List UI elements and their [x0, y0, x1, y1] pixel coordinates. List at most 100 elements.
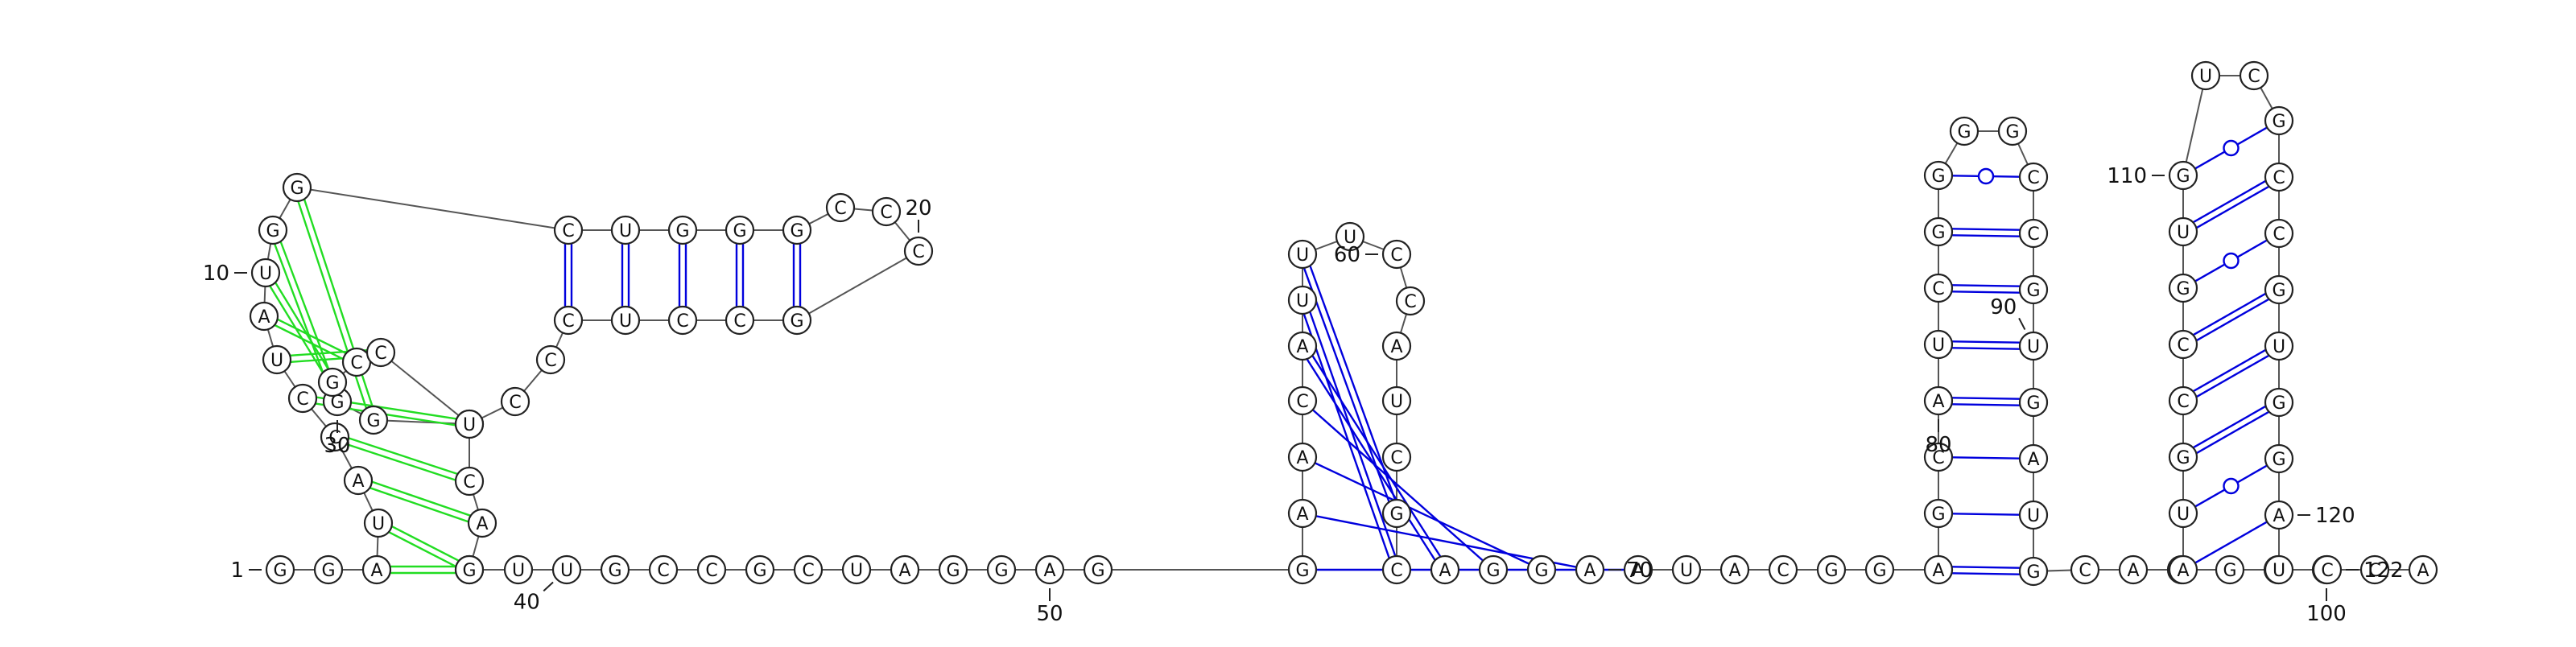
label-tick	[543, 581, 554, 592]
canonical-pair-line	[1951, 572, 2020, 575]
nucleotide-61: C	[1395, 286, 1426, 316]
nucleotide-circle	[1923, 329, 1954, 360]
nucleotide-letter: G	[946, 561, 960, 581]
nucleotide-letter: G	[2272, 112, 2285, 132]
canonical-pair-55-68	[1311, 409, 1484, 562]
nucleotide-82: C	[1923, 273, 1954, 303]
nucleotide-41: G	[600, 554, 630, 585]
tertiary-pair-line	[349, 437, 458, 476]
nucleotide-letter: C	[350, 353, 362, 373]
nucleotide-6: C	[320, 422, 350, 452]
canonical-pair-line	[1302, 267, 1390, 502]
nucleotide-letter: G	[2176, 167, 2190, 187]
tertiary-pair-line	[274, 324, 344, 361]
nucleotide-circle	[2408, 554, 2438, 585]
canonical-pair-109-114	[2193, 179, 2269, 229]
nucleotide-letter: U	[463, 415, 476, 435]
canonical-pair-line	[2193, 348, 2266, 393]
nucleotide-letter: U	[2177, 505, 2190, 525]
nucleotide-letter: G	[1931, 167, 1945, 187]
nucleotide-84: G	[1923, 160, 1954, 191]
nucleotide-circle	[2018, 443, 2049, 474]
canonical-pair-line	[1951, 456, 2021, 459]
nucleotide-letter: G	[1957, 122, 1971, 142]
position-number: 120	[2315, 504, 2355, 528]
nucleotide-31: G	[317, 367, 348, 398]
nucleotide-circle	[825, 192, 856, 223]
nucleotide-23: C	[667, 305, 698, 336]
nucleotide-circle	[1381, 498, 1412, 529]
nucleotide-letter: G	[366, 411, 380, 431]
canonical-pair-line	[2196, 354, 2269, 398]
nucleotide-120: A	[2264, 500, 2294, 530]
position-label-90: 90	[1990, 295, 2026, 331]
nucleotide-circle	[1949, 116, 1979, 146]
position-number: 80	[1925, 433, 1951, 457]
nucleotide-80: A	[1923, 385, 1954, 416]
nucleotide-letter: U	[1296, 291, 1309, 311]
nucleotide-circle	[1816, 554, 1847, 585]
nucleotides-layer: GGAUACCUAUGGCUGGGCCCGCCUCCCUGGGCCUCAUGUU…	[249, 60, 2438, 587]
canonical-pair-line	[1309, 311, 1397, 557]
nucleotide-letter: C	[2321, 561, 2333, 581]
nucleotide-letter: A	[2177, 561, 2189, 581]
nucleotide-110: G	[2168, 160, 2198, 191]
nucleotide-circle	[841, 554, 872, 585]
canonical-pair-16-22	[735, 244, 745, 307]
position-number: 70	[1626, 558, 1653, 583]
nucleotide-letter: C	[676, 311, 688, 332]
position-label-100: 100	[2306, 588, 2347, 626]
nucleotide-59: U	[1335, 221, 1365, 252]
tertiary-pair-4-37	[388, 525, 460, 567]
nucleotide-letter: U	[1932, 336, 1945, 356]
nucleotide-letter: C	[296, 389, 308, 410]
position-number: 110	[2107, 164, 2147, 188]
nucleotide-32: C	[341, 347, 372, 377]
nucleotide-69: G	[1526, 554, 1557, 585]
nucleotide-29: G	[358, 405, 389, 435]
nucleotide-115: C	[2264, 218, 2294, 249]
tertiary-pair-line	[279, 241, 336, 389]
nucleotide-circle	[2359, 554, 2390, 585]
nucleotide-21: G	[782, 305, 812, 336]
nucleotide-35: C	[454, 466, 485, 497]
canonical-pair-line	[1951, 513, 2021, 516]
nucleotide-18: C	[825, 192, 856, 223]
nucleotide-72: U	[1671, 554, 1702, 585]
nucleotide-circle	[782, 215, 812, 245]
nucleotide-75: G	[1816, 554, 1847, 585]
nucleotide-circle	[2018, 500, 2049, 530]
position-number: 100	[2306, 602, 2347, 626]
nucleotide-letter: U	[619, 221, 632, 241]
nucleotide-114: C	[2264, 162, 2294, 192]
canonical-pair-line	[1309, 266, 1397, 501]
nucleotide-circle	[2168, 329, 2198, 360]
nucleotide-letter: A	[258, 307, 270, 328]
nucleotide-letter: U	[2027, 506, 2040, 526]
nucleotide-circle	[1287, 498, 1318, 529]
position-number: 90	[1990, 295, 2017, 319]
nucleotide-letter: G	[994, 561, 1008, 581]
nucleotide-letter: G	[321, 561, 335, 581]
canonical-pair-14-24	[621, 244, 630, 307]
tertiary-pair-6-35	[346, 437, 458, 481]
nucleotide-103: A	[2168, 554, 2198, 585]
nucleotide-letter: U	[2273, 337, 2285, 357]
nucleotide-letter: U	[1680, 561, 1693, 581]
nucleotide-letter: C	[1777, 561, 1789, 581]
tertiary-pair-line	[274, 243, 331, 390]
nucleotide-letter: C	[2273, 168, 2285, 188]
nucleotide-102: A	[2408, 554, 2438, 585]
nucleotide-letter: C	[1932, 448, 1944, 468]
nucleotide-letter: G	[2026, 563, 2040, 583]
nucleotide-circle	[500, 386, 530, 417]
nucleotide-letter: G	[2223, 561, 2236, 581]
tertiary-pair-11-30	[274, 241, 336, 390]
nucleotide-circle	[258, 215, 288, 245]
nucleotide-letter: C	[1296, 392, 1308, 412]
nucleotide-letter: C	[733, 311, 745, 332]
position-number: 60	[1334, 243, 1360, 267]
nucleotide-91: G	[2018, 387, 2049, 418]
position-number: 122	[2363, 558, 2404, 583]
nucleotide-circle	[2018, 331, 2049, 361]
